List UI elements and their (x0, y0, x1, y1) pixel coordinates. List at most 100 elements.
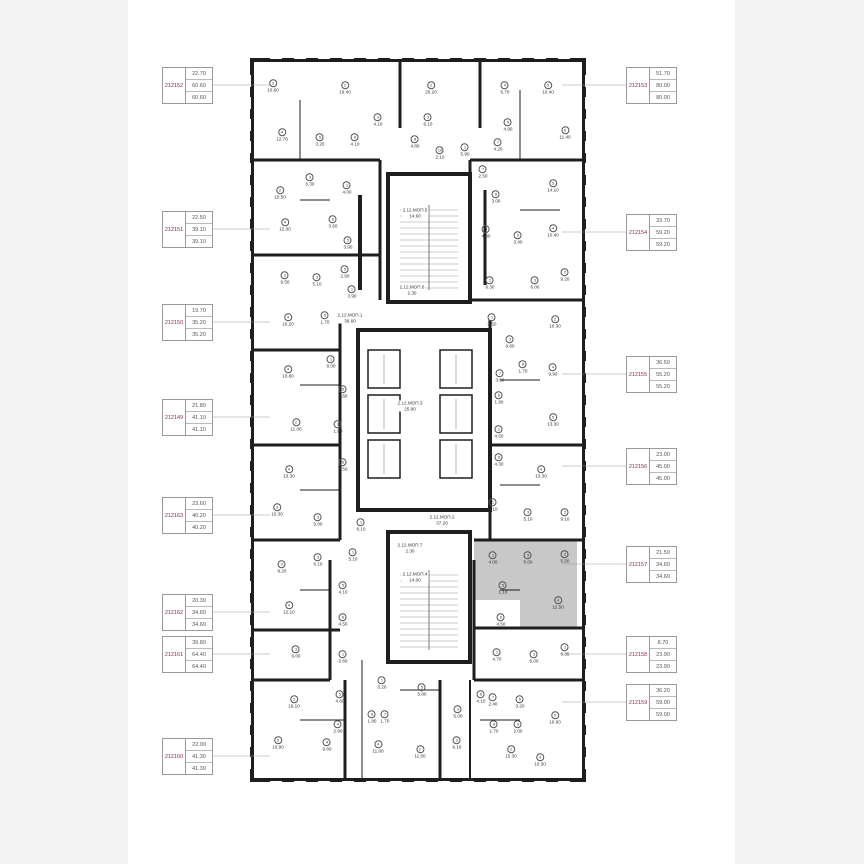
room-area: 10.40 (547, 232, 559, 238)
room-number: 6 (496, 613, 505, 622)
unit-area-value: 34.60 (186, 607, 212, 619)
room-number: 3 (305, 173, 314, 182)
room-number: 5 (544, 81, 552, 90)
room-number: 6 (338, 613, 347, 622)
unit-number: 212160 (163, 739, 186, 774)
room-number: 8 (491, 190, 500, 199)
room-area: 6.10 (423, 121, 433, 127)
room-number: 3 (452, 736, 461, 745)
room-number: 2 (560, 643, 569, 652)
unit-area-value: 55.20 (650, 369, 676, 381)
room-number: 3 (333, 420, 342, 429)
room-number: 5 (551, 711, 559, 720)
unit-area-value: 40.20 (192, 524, 206, 531)
unit-area-value: 59.20 (656, 241, 670, 248)
room-number: 6 (350, 133, 359, 142)
elevator-shaft (367, 349, 401, 389)
room-number: 4 (374, 740, 382, 749)
unit-area-value: 22.70 (186, 68, 212, 80)
room-area: 6.00 (291, 653, 301, 659)
unit-area-value: 22.50 (186, 212, 212, 224)
room-number: 4 (278, 128, 286, 137)
unit-area-value: 21.50 (650, 547, 676, 559)
room-number: 3 (373, 113, 382, 122)
room-area: 1.70 (380, 718, 390, 724)
common-area-size: 25.90 (404, 406, 416, 411)
room-area: 1.70 (518, 368, 528, 374)
unit-number: 212149 (163, 400, 186, 435)
unit-area-value: 64.40 (192, 663, 206, 670)
room-number: 5 (494, 453, 503, 462)
room-area: 4.70 (492, 656, 502, 662)
room-area: 4.30 (494, 461, 504, 467)
room-number: 1 (342, 181, 351, 190)
room-area: 5.00 (453, 713, 463, 719)
room-area: 11.40 (559, 134, 571, 140)
room-area: 11.00 (414, 753, 426, 759)
room-area: 14.10 (547, 187, 559, 193)
room-area: 12.50 (552, 604, 564, 610)
room-area: 6.60 (338, 658, 348, 664)
room-area: 12.00 (279, 226, 291, 232)
room-number: 4 (548, 363, 557, 372)
room-number: 2 (290, 695, 298, 704)
room-area: 9.10 (560, 516, 570, 522)
room-area: 3.60 (495, 377, 505, 383)
room-number: 4 (285, 601, 293, 610)
room-area: 5.50 (560, 558, 570, 564)
room-number: 1 (492, 648, 501, 657)
room-area: 10.40 (542, 89, 554, 95)
room-number: 1 (488, 551, 497, 560)
room-area: 3.20 (315, 141, 325, 147)
unit-area-value: 80.00 (656, 94, 670, 101)
room-number: 1 (460, 143, 469, 152)
room-number: 5 (320, 311, 329, 320)
room-area: 19.40 (339, 89, 351, 95)
room-number: 9 (503, 118, 512, 127)
unit-area-value: 41.30 (186, 751, 212, 763)
unit-number: 212152 (163, 68, 186, 103)
room-number: 1 (347, 285, 356, 294)
room-number: 5 (549, 413, 557, 422)
room-number: 6 (561, 126, 569, 135)
room-area: 4.50 (494, 433, 504, 439)
unit-number: 212162 (163, 595, 186, 630)
unit-area-value: 59.20 (650, 227, 676, 239)
room-area: 5.10 (312, 281, 322, 287)
